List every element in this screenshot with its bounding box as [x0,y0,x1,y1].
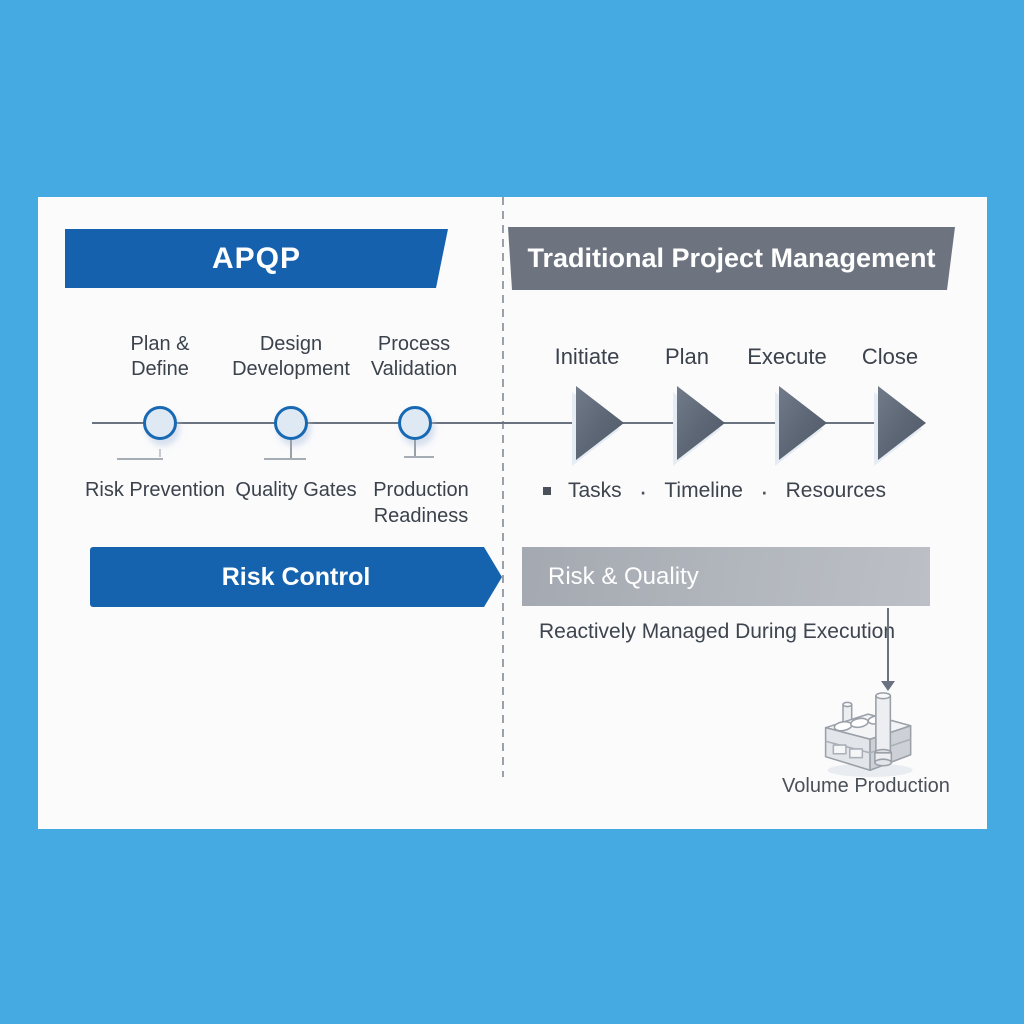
milestone-label-plan-define: Plan & Define [85,332,235,382]
apqp-banner: APQP [65,229,448,288]
gate-connector-1 [159,449,161,457]
arrow-execute-icon [779,386,827,460]
dot-separator-icon: · [759,476,769,506]
risk-control-banner: Risk Control [90,547,502,607]
bullet-timeline: Timeline [664,479,743,502]
phase-label-initiate: Initiate [554,344,620,369]
milestone-line: Development [232,358,350,380]
milestone-label-design-development: Design Development [216,332,366,382]
dot-separator-icon: · [638,476,648,506]
arrow-initiate-icon [576,386,624,460]
gate-tick-1 [117,458,163,460]
apqp-banner-label: APQP [211,241,302,275]
volume-production-label: Volume Production [782,775,950,797]
risk-quality-label: Risk & Quality [548,562,699,590]
milestone-circle-1 [143,406,177,440]
gate-line: Risk Prevention [84,479,226,501]
gate-connector-2 [290,440,292,458]
gate-line: Readiness [373,505,469,527]
milestone-label-process-validation: Process Validation [339,332,489,382]
gate-tick-2 [264,458,306,460]
phase-label-close: Close [861,344,919,369]
down-arrow-line [887,608,889,682]
reactive-note: Reactively Managed During Execution [538,620,896,643]
phase-label-plan: Plan [664,344,710,369]
phase-label-execute: Execute [747,344,827,369]
gate-line: Quality Gates [235,479,357,501]
milestone-line: Process [377,333,451,355]
traditional-pm-label: Traditional Project Management [527,243,936,273]
bullet-resources: Resources [785,479,886,502]
phase-arrow-shadows [572,392,922,466]
gate-tick-3 [404,456,434,458]
square-bullet-icon [543,487,551,495]
risk-quality-banner: Risk & Quality [522,547,930,606]
milestone-circle-3 [398,406,432,440]
milestone-line: Design [259,333,323,355]
panel-divider [502,197,504,777]
gate-label-quality-gates: Quality Gates [211,477,381,503]
timeline-line [92,422,878,424]
arrow-close-icon [878,386,926,460]
bullet-tasks: Tasks [568,479,622,502]
gate-line: Production [373,479,469,501]
arrow-plan-icon [677,386,725,460]
comparison-card: APQP Plan & Define Design Development Pr… [38,197,987,829]
traditional-pm-banner: Traditional Project Management [508,227,955,290]
gate-connector-3 [414,440,416,456]
down-arrow-head-icon [881,681,895,691]
pm-bullet-list: Tasks · Timeline · Resources [543,476,886,506]
milestone-line: Define [131,358,189,380]
phase-arrow-triangles [576,386,926,460]
gate-label-production-readiness: Production Readiness [336,477,506,529]
milestone-line: Validation [370,358,458,380]
risk-control-label: Risk Control [221,562,371,591]
gate-label-risk-prevention: Risk Prevention [70,477,240,503]
phase-arrows [572,386,926,466]
milestone-line: Plan & [130,333,190,355]
milestone-circle-2 [274,406,308,440]
factory-icon [824,692,913,777]
